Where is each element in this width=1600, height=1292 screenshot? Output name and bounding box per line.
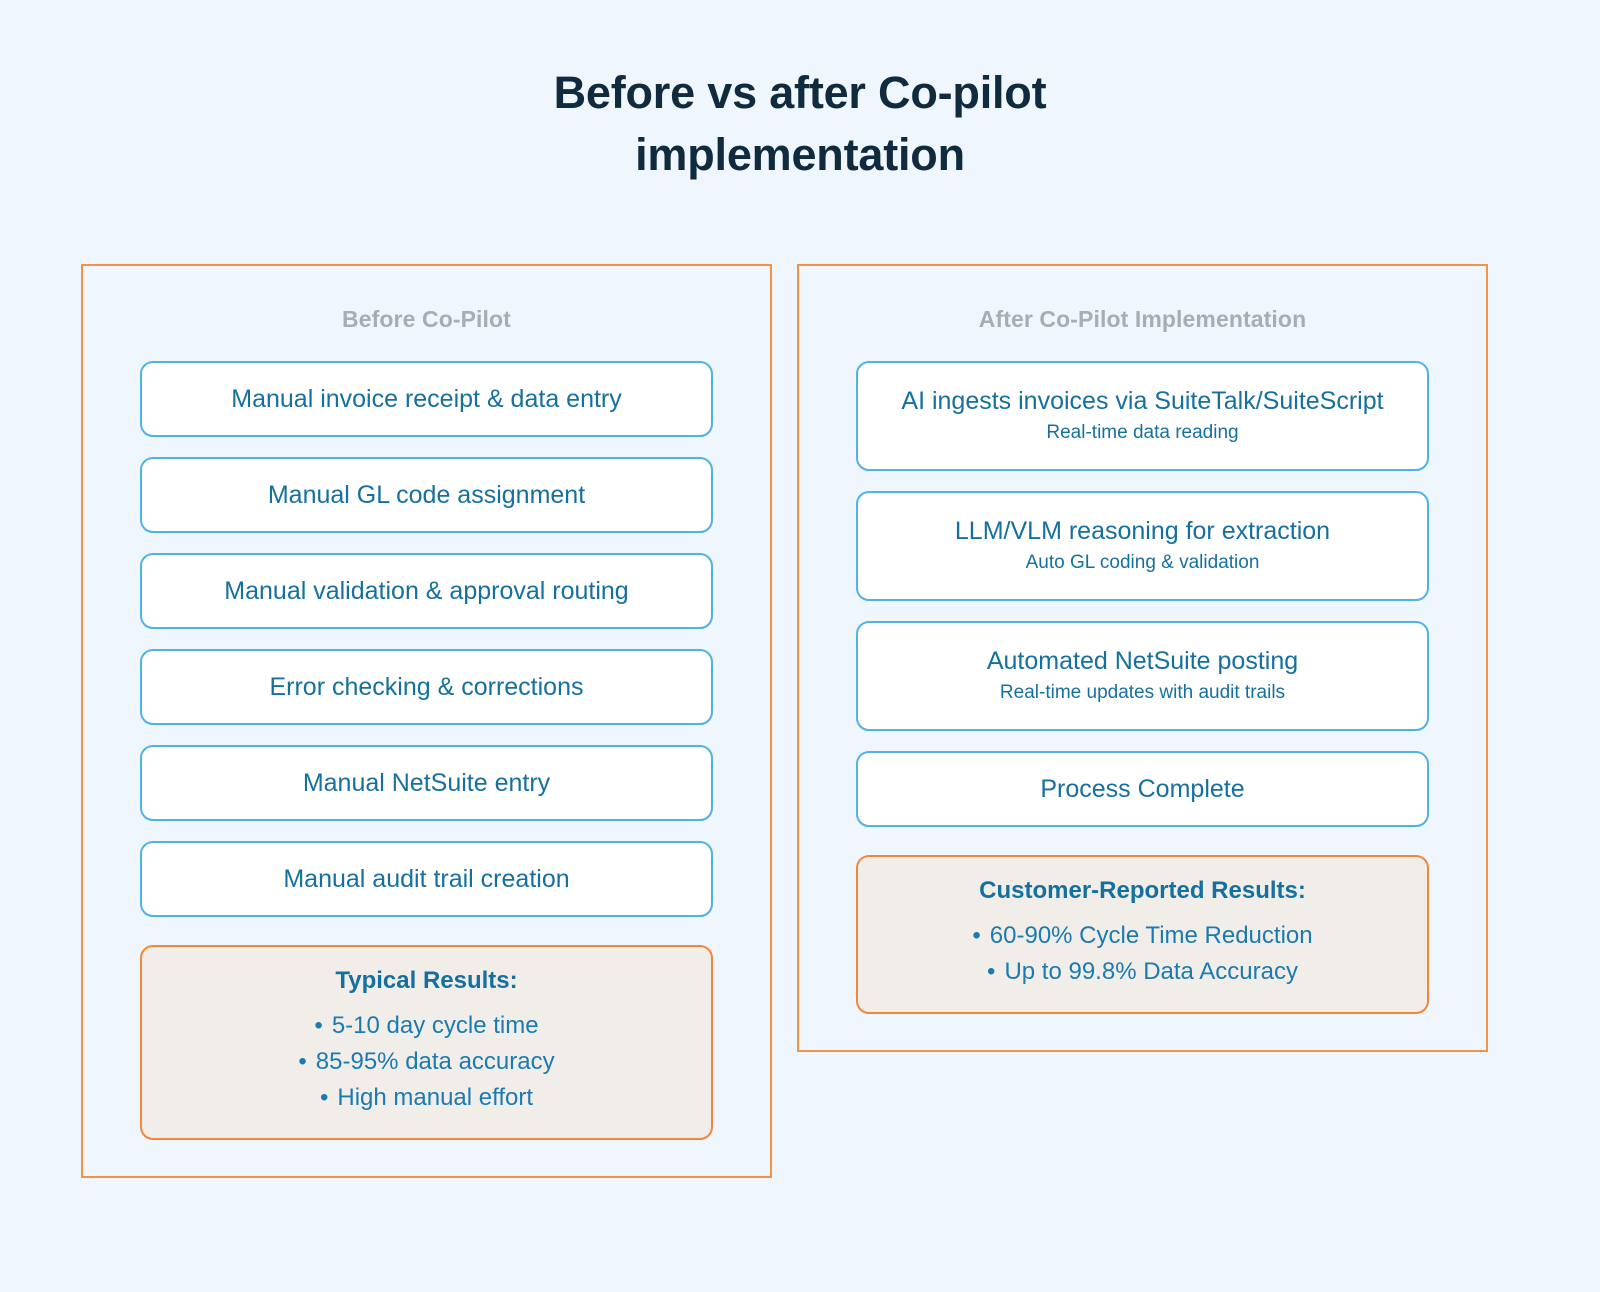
results-box-before: Typical Results: • 5-10 day cycle time • 8… — [140, 945, 713, 1140]
results-item: • 85-95% data accuracy — [162, 1044, 691, 1080]
step-title: Process Complete — [1040, 774, 1245, 803]
results-item: • High manual effort — [162, 1080, 691, 1116]
bullet-icon: • — [319, 1084, 329, 1111]
panel-heading-after: After Co-Pilot Implementation — [978, 306, 1307, 332]
results-item: • 60-90% Cycle Time Reduction — [878, 918, 1407, 954]
panel-heading-before: Before Co-Pilot — [342, 306, 511, 332]
step-box[interactable]: AI ingests invoices via SuiteTalk/SuiteS… — [856, 361, 1429, 471]
step-box[interactable]: Automated NetSuite posting Real-time upd… — [856, 621, 1429, 731]
results-list: • 60-90% Cycle Time Reduction • Up to 99.8… — [878, 918, 1407, 990]
results-item: • Up to 99.8% Data Accuracy — [878, 954, 1407, 990]
step-title: LLM/VLM reasoning for extraction — [954, 517, 1331, 545]
step-title: Manual NetSuite entry — [302, 768, 551, 797]
results-box-after: Customer-Reported Results: • 60-90% Cycle… — [856, 855, 1429, 1014]
results-item-label: High manual effort — [337, 1084, 534, 1111]
step-box[interactable]: Error checking & corrections — [140, 649, 713, 725]
bullet-icon: • — [987, 958, 996, 985]
results-title: Typical Results: — [335, 967, 518, 994]
step-title: Manual audit trail creation — [283, 864, 570, 893]
page-title-line-2: implementation — [635, 129, 965, 180]
step-box[interactable]: Manual audit trail creation — [140, 841, 713, 917]
results-item-label: 60-90% Cycle Time Reduction — [989, 922, 1313, 949]
step-box[interactable]: Manual invoice receipt & data entry — [140, 361, 713, 437]
step-box[interactable]: Manual GL code assignment — [140, 457, 713, 533]
results-item-label: 85-95% data accuracy — [315, 1048, 555, 1075]
step-box[interactable]: Process Complete — [856, 751, 1429, 827]
results-item: • 5-10 day cycle time — [162, 1008, 691, 1044]
comparison-columns: Before Co-Pilot Manual invoice receipt &… — [81, 264, 1488, 1178]
step-title: Error checking & corrections — [269, 672, 584, 701]
step-title: Manual invoice receipt & data entry — [231, 384, 622, 413]
step-title: AI ingests invoices via SuiteTalk/SuiteS… — [901, 387, 1384, 415]
step-subtitle: Auto GL coding & validation — [1025, 552, 1260, 573]
step-subtitle: Real-time updates with audit trails — [999, 682, 1286, 703]
step-title: Automated NetSuite posting — [986, 647, 1299, 675]
results-title: Customer-Reported Results: — [979, 877, 1306, 904]
step-box[interactable]: Manual validation & approval routing — [140, 553, 713, 629]
bullet-icon: • — [972, 922, 981, 949]
step-title: Manual validation & approval routing — [224, 576, 629, 605]
page-title: Before vs after Co-pilot implementation — [0, 62, 1600, 186]
step-title: Manual GL code assignment — [267, 480, 586, 509]
bullet-icon: • — [314, 1012, 323, 1039]
step-box[interactable]: Manual NetSuite entry — [140, 745, 713, 821]
results-list: • 5-10 day cycle time • 85-95% data accura… — [162, 1008, 691, 1116]
results-item-label: Up to 99.8% Data Accuracy — [1004, 958, 1298, 985]
panel-before-copilot: Before Co-Pilot Manual invoice receipt &… — [81, 264, 772, 1178]
step-box[interactable]: LLM/VLM reasoning for extraction Auto GL… — [856, 491, 1429, 601]
panel-after-copilot: After Co-Pilot Implementation AI ingests… — [797, 264, 1488, 1052]
bullet-icon: • — [298, 1048, 307, 1075]
step-list-before: Manual invoice receipt & data entry Manu… — [140, 361, 713, 937]
page-title-line-1: Before vs after Co-pilot — [553, 67, 1047, 118]
step-subtitle: Real-time data reading — [1046, 422, 1239, 443]
results-item-label: 5-10 day cycle time — [331, 1012, 539, 1039]
step-list-after: AI ingests invoices via SuiteTalk/SuiteS… — [856, 361, 1429, 847]
